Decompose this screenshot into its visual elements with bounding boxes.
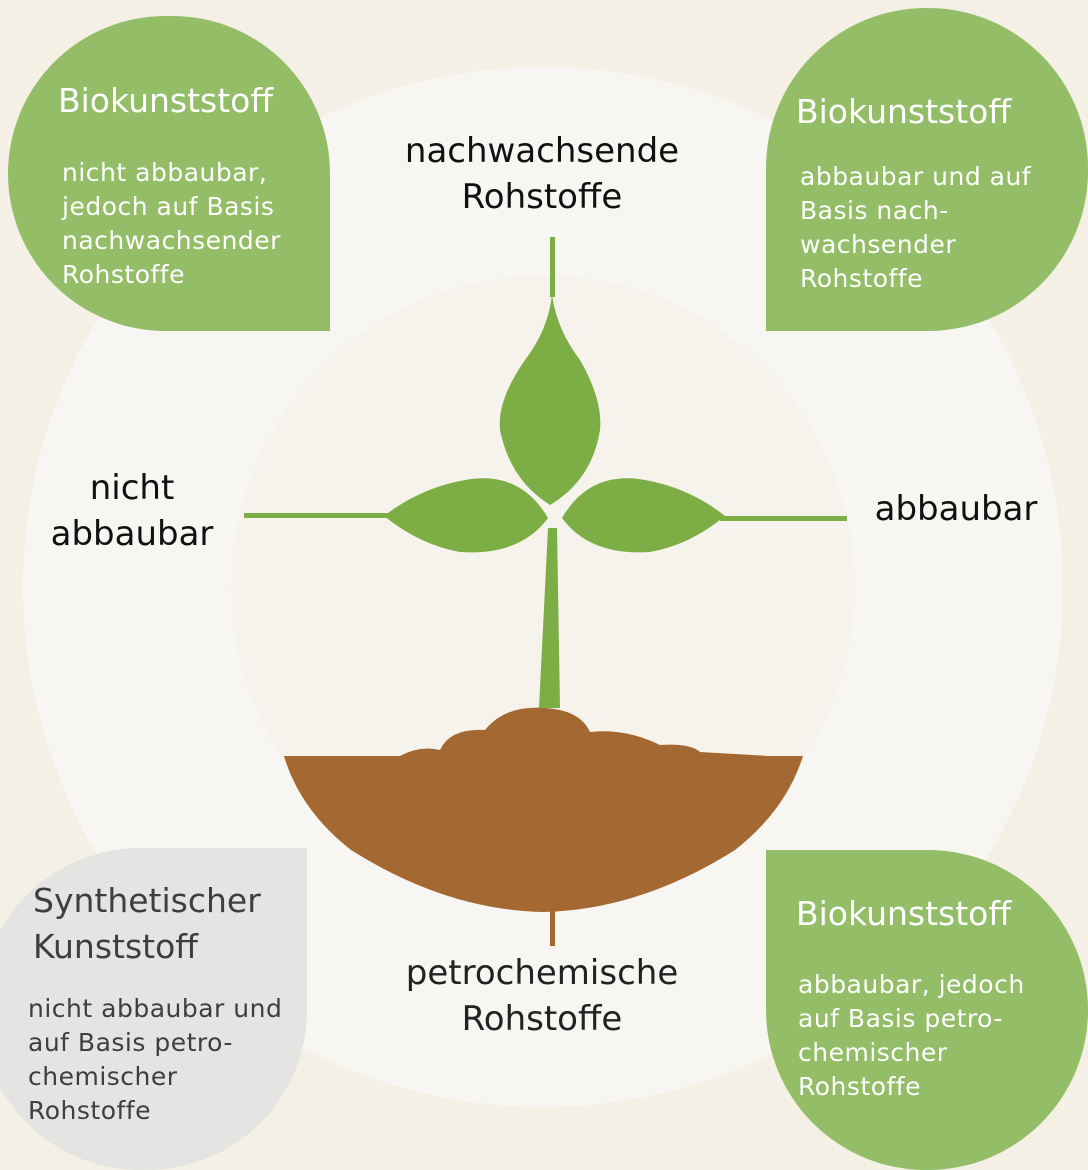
axis-label-right: abbaubar [874,489,1038,529]
bubble-text: abbaubar, jedoch auf Basis petro- chemis… [798,970,1025,1101]
quadrant-bubble-top-left: Biokunststoff nicht abbaubar, jedoch auf… [8,16,330,331]
plant-seedling-icon [244,237,847,708]
bubble-text: abbaubar und auf Basis nach- wachsender … [800,162,1032,293]
bubble-title: Biokunststoff [796,92,1012,131]
bubble-title: Biokunststoff [58,81,274,120]
right-axis-line [720,516,847,521]
bubble-text: nicht abbaubar und auf Basis petro- chem… [28,994,283,1125]
soil-mound-icon [284,707,803,946]
quadrant-bubble-top-right: Biokunststoff abbaubar und auf Basis nac… [766,8,1088,331]
quadrant-bubble-bottom-right: Biokunststoff abbaubar, jedoch auf Basis… [766,850,1088,1170]
quadrant-bubble-bottom-left: Synthetischer Kunststoff nicht abbaubar … [0,848,307,1170]
axis-label-bottom: petrochemische Rohstoffe [405,953,679,1039]
inner-circle [231,275,855,899]
bubble-title: Biokunststoff [796,894,1012,933]
left-leaf [384,478,548,553]
bubble-text: nicht abbaubar, jedoch auf Basis nachwac… [62,158,281,289]
axis-label-top: nachwachsende Rohstoffe [404,131,680,217]
top-leaf [499,295,601,505]
left-axis-line [244,513,389,518]
stem [539,528,560,708]
stem-top [550,237,555,297]
bubble-title: Synthetischer Kunststoff [33,881,261,966]
axis-label-left: nicht abbaubar [50,468,214,554]
right-leaf [562,478,725,553]
